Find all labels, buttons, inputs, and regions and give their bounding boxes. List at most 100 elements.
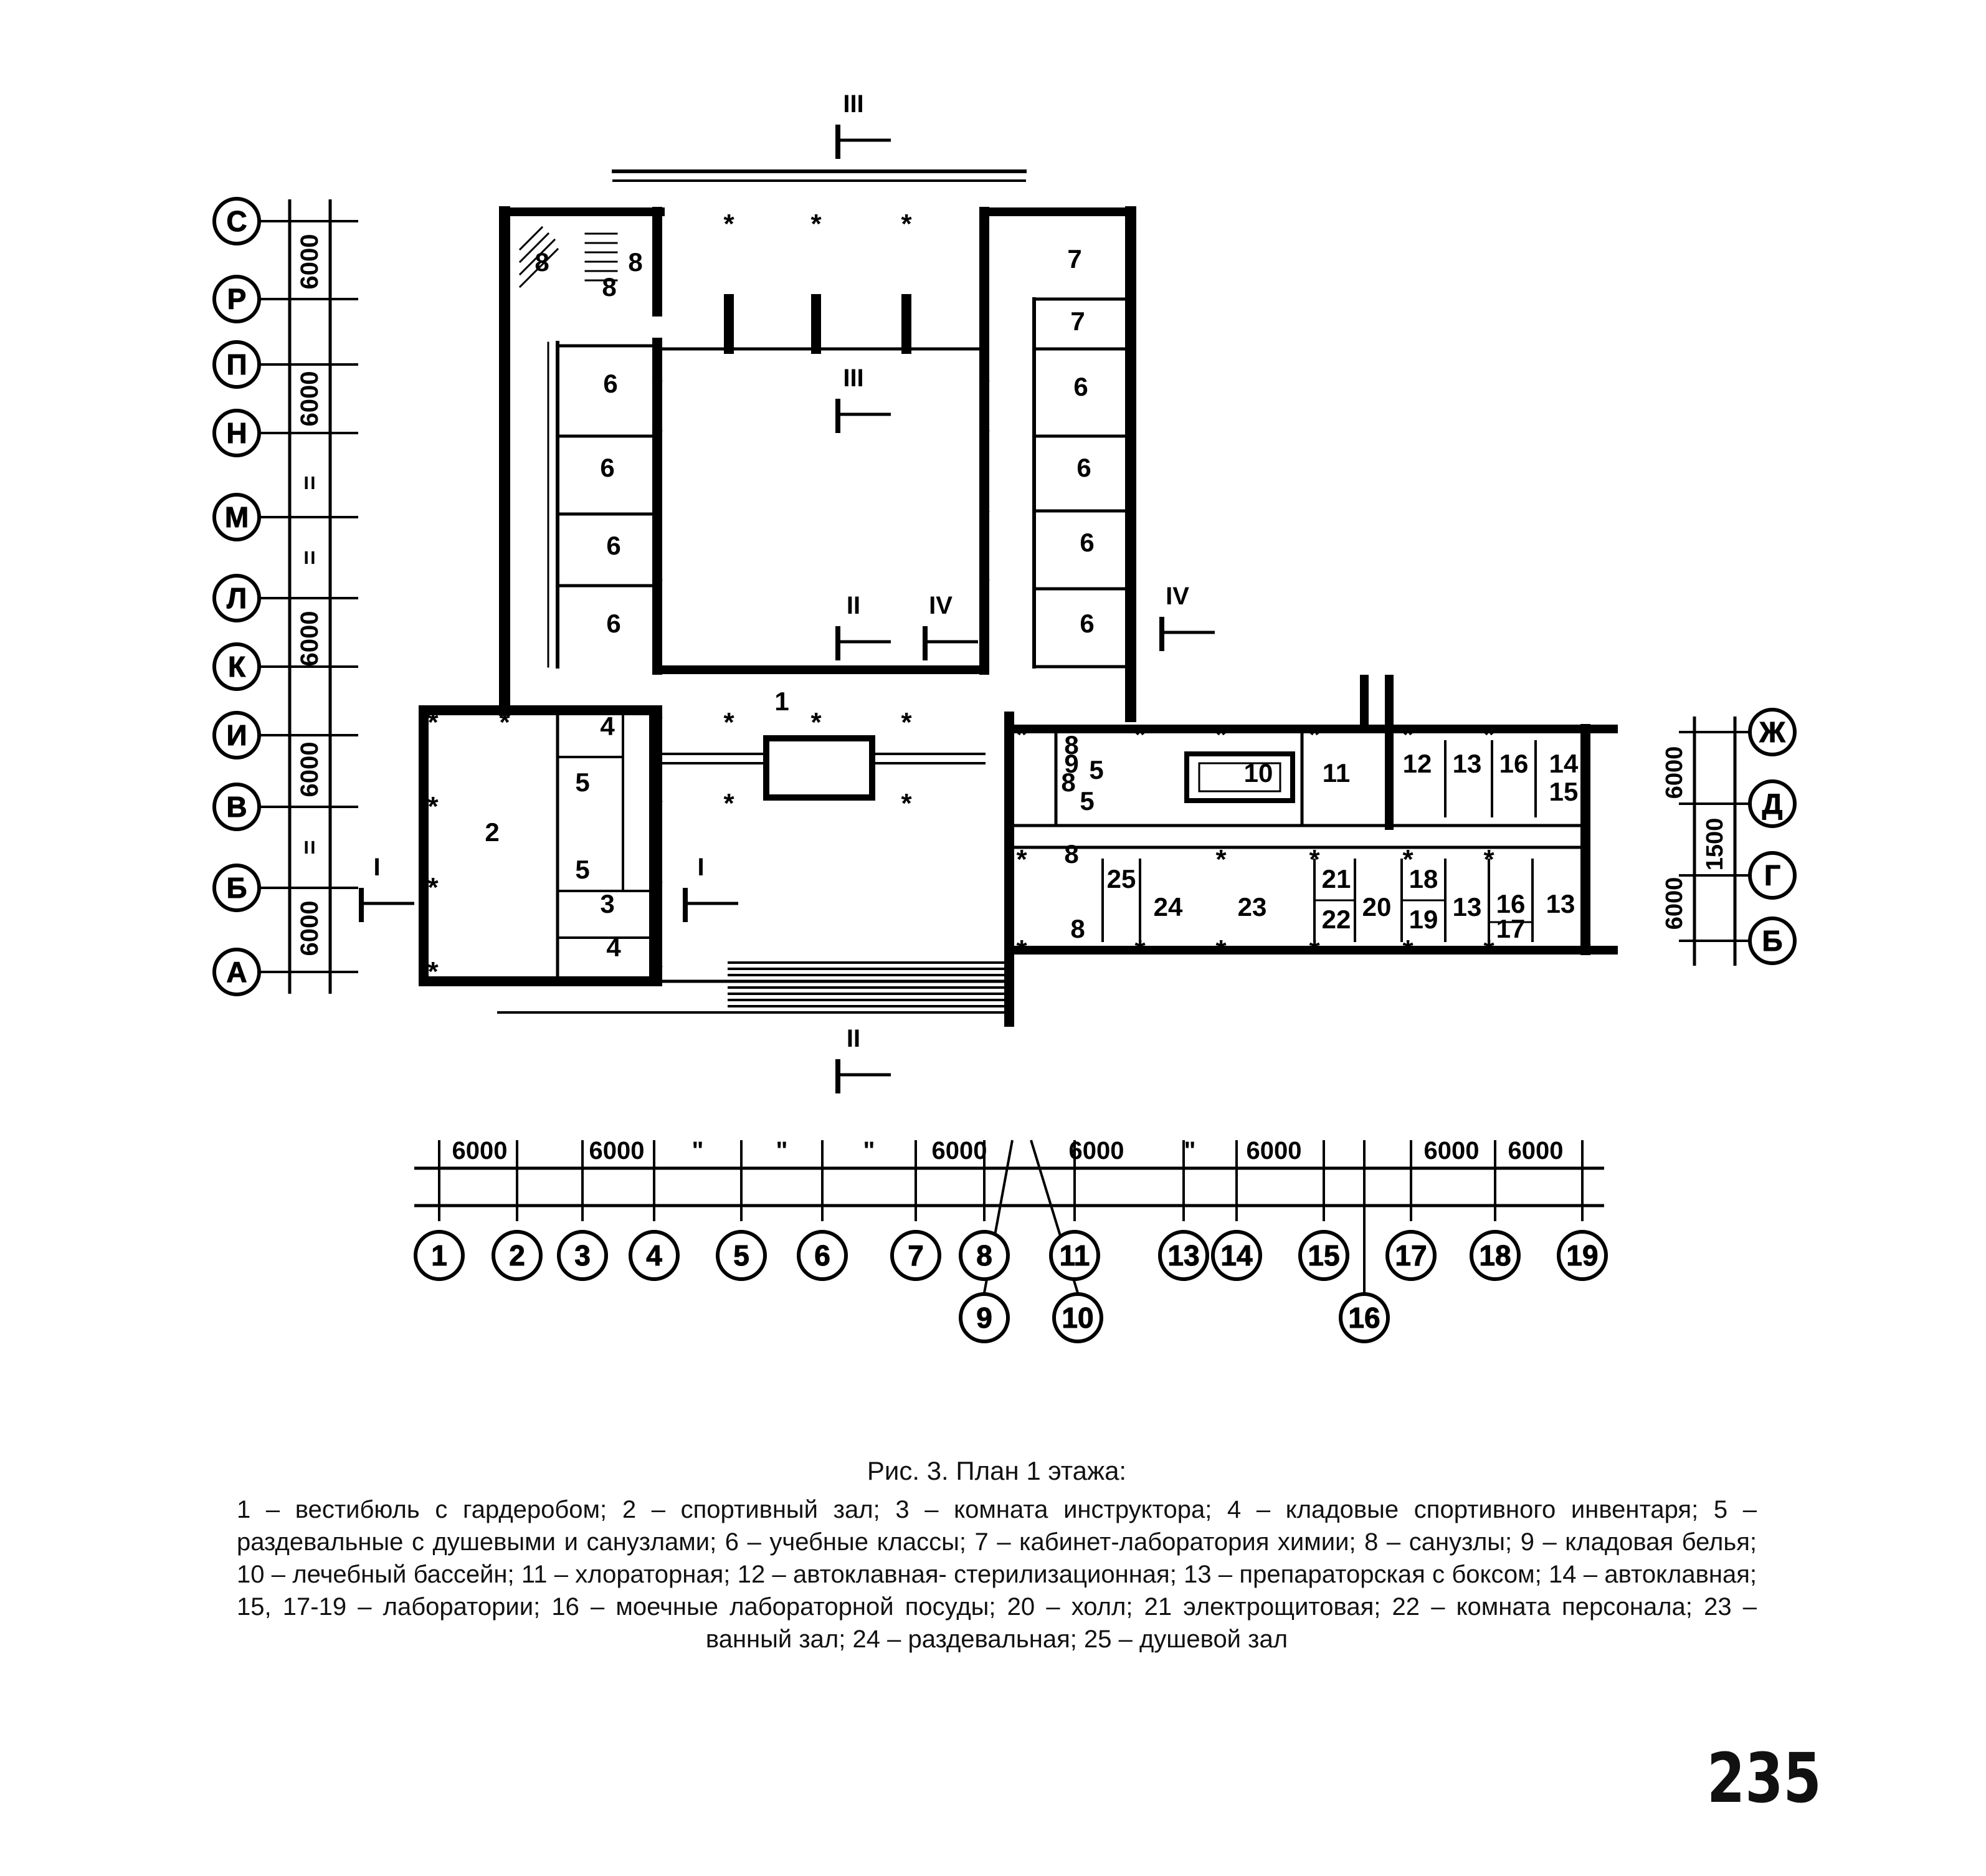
section-mark: II <box>835 1025 891 1093</box>
grid-axis-3: П <box>212 340 261 389</box>
column-marker: * <box>1125 283 1136 314</box>
room-number: 6 <box>1080 528 1094 557</box>
grid-axis-1-text: С <box>226 205 247 237</box>
room-number: 15 <box>1549 777 1579 806</box>
room-number: 23 <box>1238 892 1267 921</box>
bottom-dimension: " <box>863 1137 875 1164</box>
bottom-grid-axis-18-text: 18 <box>1479 1239 1511 1272</box>
caption-legend: 1 – вестибюль с гардеробом; 2 – спортивн… <box>237 1496 1757 1653</box>
right-dimension: 6000 <box>1661 746 1688 799</box>
room-number: 25 <box>1107 864 1136 893</box>
right-dimension: 1500 <box>1702 818 1728 871</box>
room-number: 6 <box>1073 372 1088 401</box>
grid-axis-9: В <box>212 783 261 831</box>
column-marker: * <box>723 788 734 819</box>
room-number: 1 <box>774 687 789 716</box>
right-grid-axis-1-text: Ж <box>1759 716 1785 748</box>
left-dimension: = <box>296 550 323 564</box>
right-grid-axis-3: Г <box>1748 851 1797 900</box>
grid-axis-4-text: Н <box>226 417 247 449</box>
bottom-grid-axis-3: 3 <box>557 1230 608 1281</box>
column-marker: * <box>810 707 822 738</box>
bottom-grid-axis-10: 10 <box>1052 1292 1103 1343</box>
bottom-grid-axis-7: 7 <box>890 1230 941 1281</box>
room-number: 16 <box>1499 749 1529 778</box>
room-number: 5 <box>1089 755 1103 784</box>
room-number: 11 <box>1323 758 1350 788</box>
bottom-grid-axis-15-text: 15 <box>1308 1239 1339 1272</box>
column-marker: * <box>1016 720 1027 750</box>
column-marker: * <box>901 788 912 819</box>
column-marker: * <box>1402 844 1413 875</box>
column-marker: * <box>1134 720 1146 750</box>
room-number: 6 <box>600 453 614 482</box>
section-mark-label: IV <box>1166 583 1189 610</box>
room-number: 13 <box>1546 889 1575 918</box>
column-marker: * <box>1580 720 1591 750</box>
column-marker: * <box>652 707 663 738</box>
room-number: 3 <box>600 889 614 918</box>
column-marker: * <box>652 791 663 822</box>
building-walls <box>419 169 1618 1027</box>
section-mark: II <box>835 592 891 660</box>
left-dimension: 6000 <box>296 901 323 956</box>
room-number: 6 <box>1076 453 1091 482</box>
room-number: 5 <box>575 855 589 884</box>
column-marker: * <box>901 209 912 239</box>
grid-axis-7: К <box>212 642 261 691</box>
room-number: 8 <box>1064 839 1078 869</box>
bottom-grid-axis-4-text: 4 <box>646 1239 662 1272</box>
room-number: 13 <box>1453 749 1482 778</box>
room-number: 6 <box>1080 609 1094 638</box>
grid-axis-1: С <box>212 197 261 245</box>
bottom-grid-axis-3-text: 3 <box>574 1239 591 1272</box>
column-marker: * <box>499 570 510 601</box>
left-dimension: 6000 <box>296 611 323 667</box>
column-marker: * <box>1134 935 1146 965</box>
section-mark-label: II <box>847 592 860 619</box>
grid-axis-10: Б <box>212 864 261 912</box>
column-marker: * <box>723 707 734 738</box>
grid-axis-2: Р <box>212 275 261 323</box>
room-number: 21 <box>1322 864 1351 893</box>
column-marker: * <box>1483 935 1494 965</box>
grid-axis-3-text: П <box>226 348 247 381</box>
column-marker: * <box>499 707 510 738</box>
column-marker: * <box>1016 844 1027 875</box>
column-marker: * <box>427 872 439 903</box>
section-mark-label: III <box>843 364 863 392</box>
bottom-grid-axis-17: 17 <box>1385 1230 1437 1281</box>
column-marker: * <box>499 383 510 414</box>
room-number: 24 <box>1154 892 1183 921</box>
column-marker: * <box>1125 651 1136 682</box>
bottom-dimension: " <box>1184 1137 1196 1164</box>
bottom-grid-axis-11-text: 11 <box>1060 1239 1090 1272</box>
grid-axis-8: И <box>212 711 261 759</box>
column-marker: * <box>1215 844 1227 875</box>
column-marker: * <box>652 371 663 401</box>
bottom-grid-axis-8: 8 <box>959 1230 1010 1281</box>
column-marker: * <box>979 570 990 601</box>
left-dimension: 6000 <box>296 371 323 427</box>
column-marker: * <box>1016 935 1027 965</box>
right-grid-axis-4: Б <box>1748 917 1797 965</box>
column-marker: * <box>1215 935 1227 965</box>
room-number: 8 <box>1061 768 1075 797</box>
bottom-dimension: " <box>776 1137 788 1164</box>
room-number: 2 <box>485 817 499 847</box>
column-marker: * <box>1483 844 1494 875</box>
column-marker: * <box>427 707 439 738</box>
bottom-grid-axis-16-text: 16 <box>1348 1302 1380 1334</box>
bottom-grid-axis-19-text: 19 <box>1566 1239 1598 1272</box>
bottom-grid-axis-1-text: 1 <box>431 1239 447 1272</box>
grid-axis-11: А <box>212 948 261 996</box>
bottom-grid-axis-19: 19 <box>1557 1230 1608 1281</box>
right-dimension: 6000 <box>1661 877 1688 930</box>
bottom-grid-axis-9-text: 9 <box>976 1302 992 1334</box>
left-dimension: = <box>296 840 323 854</box>
section-mark: IV <box>1159 583 1215 651</box>
bottom-grid-axis-14-text: 14 <box>1220 1239 1253 1272</box>
room-number: 18 <box>1409 864 1438 893</box>
